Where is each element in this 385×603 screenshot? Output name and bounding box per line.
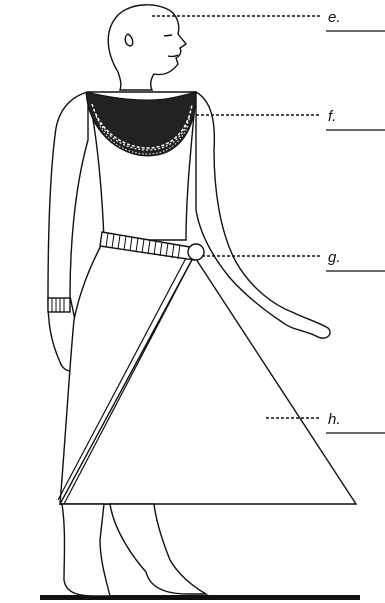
belt-knot (188, 244, 204, 260)
body (48, 92, 356, 596)
label-e: e. (328, 9, 341, 26)
label-h: h. (328, 411, 341, 428)
label-f: f. (328, 108, 336, 125)
head (108, 5, 186, 90)
answer-blanks (326, 31, 385, 433)
label-g: g. (328, 249, 341, 266)
bracelet (48, 298, 70, 312)
